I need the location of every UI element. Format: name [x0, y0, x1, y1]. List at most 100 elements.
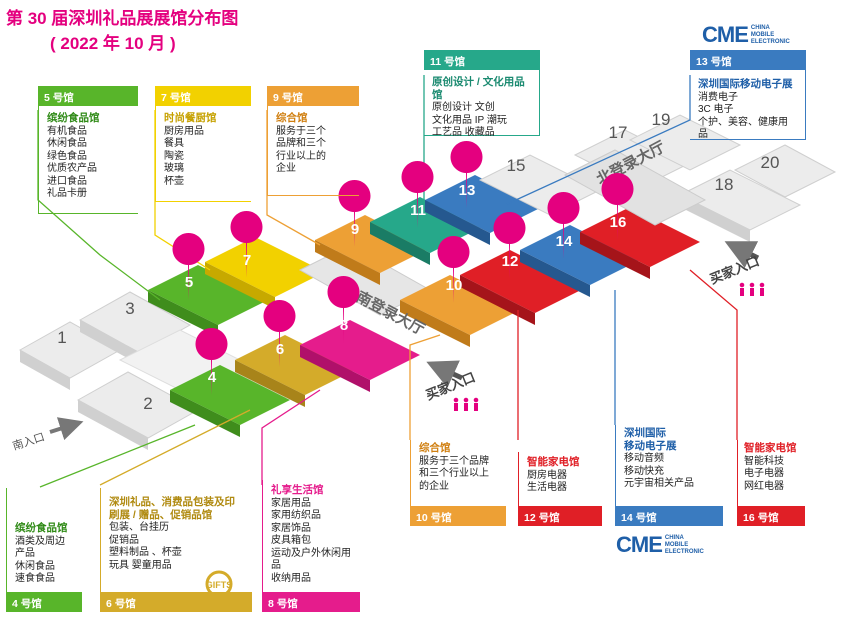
- pin-6: 6: [276, 341, 284, 358]
- hall-18-number: 18: [715, 175, 734, 194]
- hall-14-item: 元宇宙相关产品: [624, 478, 694, 489]
- hall-6-head: 深圳礼品、消费品包装及印刷展 / 赠品、促销品馆: [109, 496, 235, 521]
- hall-10-item: 的企业: [419, 480, 449, 492]
- hall-5-info: 缤纷食品馆 有机食品 休闲食品 绿色食品 优质农产品 进口食品 礼品卡册: [38, 106, 138, 214]
- hall-5-item: 进口食品: [47, 175, 87, 187]
- hall-13-info: 深圳国际移动电子展 消费电子 3C 电子 个护、美容、健康用品: [690, 70, 806, 140]
- pin-4: 4: [208, 369, 217, 386]
- pin-12: 12: [502, 253, 519, 270]
- hall-5-item: 绿色食品: [47, 150, 87, 162]
- hall-8-block[interactable]: [300, 320, 420, 392]
- hall-11-item: 原创设计 文创: [432, 102, 495, 113]
- hall-12-item: 厨房电器: [527, 469, 567, 481]
- title-line-2: ( 2022 年 10 月 ): [50, 34, 176, 53]
- hall-10-info: 综合馆 服务于三个品牌 和三个行业以上 的企业: [410, 440, 506, 506]
- hall-17-number: 17: [609, 123, 628, 142]
- hall-14-block[interactable]: [520, 225, 640, 297]
- buyer-entrance-north[interactable]: 买家入口: [708, 241, 765, 296]
- hall-7-item: 杯壶: [164, 175, 184, 187]
- hall-2-number: 2: [143, 394, 152, 413]
- pin-5: 5: [185, 274, 193, 291]
- hall-6-tag: 6 号馆: [100, 592, 252, 612]
- pin-14: 14: [556, 233, 573, 250]
- hall-6-item: 促销品: [109, 534, 139, 546]
- hall-11-info: 原创设计 / 文化用品馆 原创设计 文创 文化用品 IP 潮玩 工艺品 收藏品: [424, 70, 540, 138]
- hall-6-item: 塑料制品 、杯壶: [109, 547, 182, 558]
- hall-7-block[interactable]: [205, 237, 325, 309]
- hall-8-item: 收纳用品: [271, 572, 311, 584]
- hall-12-head: 智能家电馆: [527, 456, 580, 468]
- hall-5-item: 有机食品: [47, 125, 87, 137]
- hall-12-tag-text: 12 号馆: [524, 512, 560, 524]
- gift-logo-text: GIFTS: [206, 580, 233, 590]
- hall-7-tag-text: 7 号馆: [161, 92, 191, 104]
- hall-6-tag-text: 6 号馆: [106, 598, 136, 610]
- hall-8-item: 运动及户外休闲用品: [271, 547, 351, 572]
- hall-11-tag: 11 号馆: [424, 50, 540, 70]
- buyer-entrance-north-label: 买家入口: [708, 253, 762, 286]
- cme-logo-top: CME CHINA MOBILE ELECTRONIC: [702, 22, 790, 48]
- hall-18[interactable]: [678, 169, 802, 242]
- hall-12-info: 智能家电馆 厨房电器 生活电器: [518, 452, 602, 506]
- hall-20-number: 20: [761, 153, 780, 172]
- hall-9-tag-text: 9 号馆: [273, 92, 303, 104]
- hall-10-block[interactable]: [400, 275, 520, 347]
- hall-7-item: 玻璃: [164, 163, 184, 174]
- hall-3[interactable]: [78, 291, 192, 365]
- hall-6-block[interactable]: [235, 335, 355, 407]
- hall-8-head: 礼享生活馆: [271, 484, 324, 496]
- hall-13-item: 消费电子: [698, 91, 738, 103]
- hall-6-info: 深圳礼品、消费品包装及印刷展 / 赠品、促销品馆 包装、台挂历 促销品 塑料制品…: [100, 488, 252, 592]
- hall-12-block[interactable]: [460, 250, 585, 325]
- hall-9-head: 综合馆: [276, 112, 308, 124]
- hall-8-item: 家居用品: [271, 497, 311, 509]
- hall-16-item: 网红电器: [744, 480, 784, 492]
- pin-10: 10: [446, 277, 463, 294]
- hall-16-head: 智能家电馆: [744, 442, 797, 454]
- hall-10-item: 服务于三个品牌: [419, 455, 489, 467]
- hall-4-info: 缤纷食品馆 酒类及周边产品 休闲食品 速食食品: [6, 488, 82, 592]
- hall-10-item: 和三个行业以上: [419, 468, 489, 479]
- hall-9-item: 服务于三个: [276, 125, 326, 137]
- south-entrance-label: 南入口: [11, 430, 46, 453]
- hall-11-head: 原创设计 / 文化用品馆: [432, 76, 525, 101]
- hall-4-tag: 4 号馆: [6, 592, 82, 612]
- hall-16-item: 电子电器: [744, 468, 784, 479]
- pins: [172, 141, 634, 395]
- cme-logo-text: CME: [702, 22, 749, 47]
- hall-13-head: 深圳国际移动电子展: [698, 78, 793, 90]
- buyer-entrance-south[interactable]: 买家入口: [424, 360, 479, 411]
- hall-3-number: 3: [125, 299, 134, 318]
- hall-6-item: 玩具 婴童用品: [109, 559, 172, 571]
- pin-16: 16: [610, 214, 627, 231]
- hall-5-block[interactable]: [148, 265, 268, 337]
- hall-4-item: 酒类及周边产品: [15, 535, 65, 560]
- hall-14-info: 深圳国际 移动电子展 移动音频 移动快充 元宇宙相关产品: [615, 425, 723, 506]
- hall-9-item: 企业: [276, 163, 296, 174]
- cme-logo-subtext: CHINA MOBILE ELECTRONIC: [750, 24, 790, 45]
- hall-13-tag: 13 号馆: [690, 50, 806, 70]
- hall-16-block[interactable]: [580, 207, 700, 279]
- hall-19[interactable]: [628, 114, 742, 171]
- hall-16-tag: 16 号馆: [737, 506, 805, 526]
- hall-9-item: 行业以上的: [276, 150, 326, 162]
- south-entrance[interactable]: 南入口: [11, 417, 84, 453]
- cme-logo-text: CME: [616, 532, 663, 557]
- hall-14-item: 移动音频: [624, 453, 664, 464]
- hall-4-block[interactable]: [170, 365, 290, 437]
- hall-9-item: 品牌和三个: [276, 138, 326, 149]
- hall-7-head: 时尚餐厨馆: [164, 112, 217, 124]
- hall-8-tag-text: 8 号馆: [268, 598, 298, 610]
- hall-4-head: 缤纷食品馆: [15, 522, 68, 534]
- hall-13-item: 个护、美容、健康用品: [698, 116, 788, 141]
- hall-8-tag: 8 号馆: [262, 592, 360, 612]
- hall-9-block[interactable]: [315, 215, 430, 285]
- hall-7-tag: 7 号馆: [155, 86, 251, 106]
- hall-5-item: 礼品卡册: [47, 188, 87, 199]
- hall-14-tag: 14 号馆: [615, 506, 723, 526]
- hall-19-number: 19: [652, 110, 671, 129]
- hall-20[interactable]: [733, 144, 837, 198]
- hall-4-item: 休闲食品: [15, 560, 55, 572]
- hall-5-tag: 5 号馆: [38, 86, 138, 106]
- hall-5-item: 休闲食品: [47, 138, 87, 149]
